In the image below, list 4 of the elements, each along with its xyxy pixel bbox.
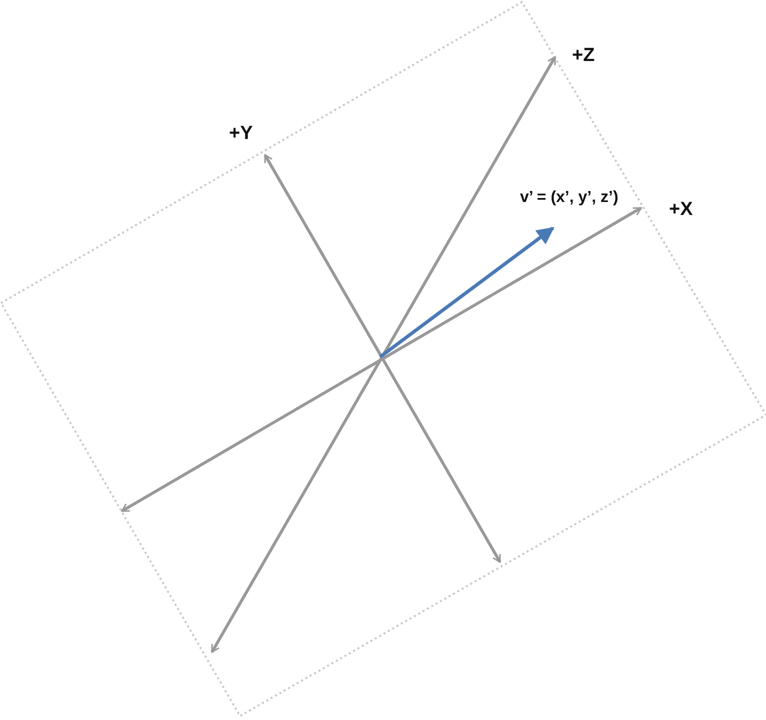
axis-label: v’ = (x’, y’, z’) — [520, 190, 618, 206]
axis-label: +Y — [229, 124, 253, 143]
axis-label: +Z — [572, 46, 595, 65]
axis-label: +X — [669, 200, 693, 219]
